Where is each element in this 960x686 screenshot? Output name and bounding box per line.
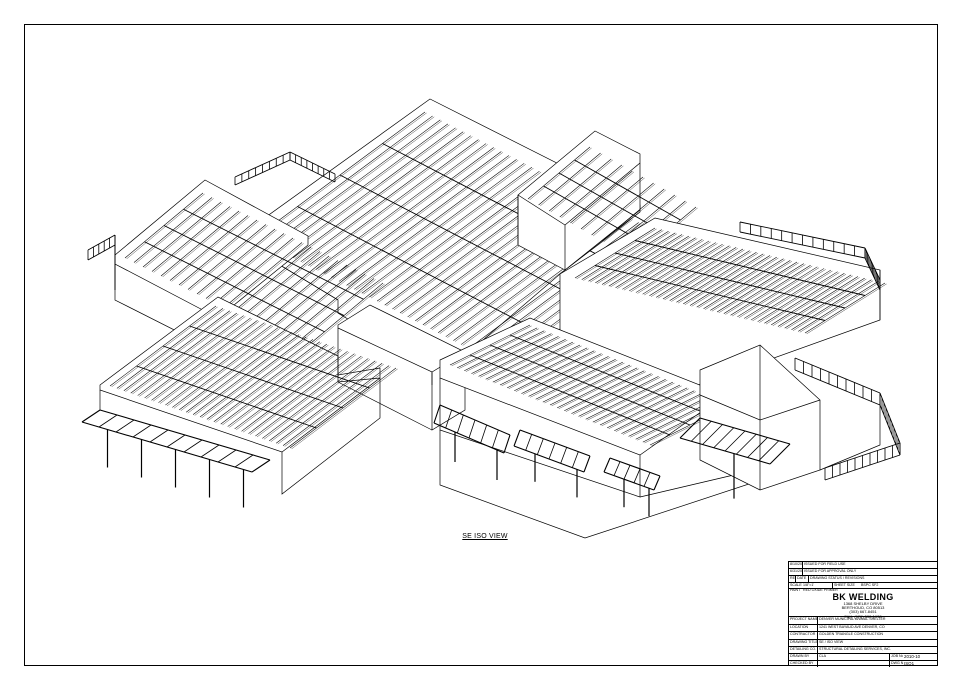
field-label: DRAWING TITLE: [790, 639, 817, 644]
paint-label: PAINT: [790, 589, 801, 593]
company-name: BK WELDING: [832, 592, 894, 602]
location-row: LOCATION 1241 WEST BAYAUD AVE DENVER, CO: [789, 624, 939, 632]
checked-value: [817, 660, 889, 667]
lower-left-joists: [109, 305, 398, 450]
scale-value: 1/8"=1': [803, 583, 815, 587]
project-name-row: PROJECT NAME DENVER MUNICIPAL ANIMAL SHE…: [789, 617, 937, 625]
view-label: SE ISO VIEW: [462, 533, 508, 540]
paint-row: PAINT RED OXIDE PRIMER: [789, 589, 937, 593]
job-value: 2010-10: [904, 654, 921, 659]
revision-status: ISSUED FOR FIELD USE: [802, 562, 939, 568]
drawn-row: DRAWN BY CLA JOB No. 2010-10: [789, 654, 937, 661]
left-canopy: [81, 409, 271, 508]
dwg-label: DWG No.: [889, 660, 903, 667]
field-label: DETAILING CO.: [790, 647, 817, 652]
revision-date: 6/31/2010: [790, 569, 802, 574]
contractor-row: CONTRACTOR GOLDEN TRIANGLE CONSTRUCTION: [789, 632, 937, 640]
job-label: JOB No.: [889, 654, 903, 660]
status-header: DRAWING STATUS / REVISIONS: [808, 576, 939, 582]
revision-status: ISSUED FOR APPROVAL ONLY: [802, 569, 939, 575]
lower-center-roof: [439, 317, 756, 539]
title-block: 8/10/2010 ISSUED FOR FIELD USE 6/31/2010…: [788, 561, 939, 667]
field-label: CONTRACTOR: [790, 632, 816, 637]
revision-header: REV. DATE DRAWING STATUS / REVISIONS: [789, 576, 937, 583]
checked-label: CHECKED BY: [790, 660, 814, 665]
right-ramp-rail: [794, 357, 901, 481]
scale-label: SCALE: [790, 583, 802, 587]
detailing-row: DETAILING CO. STRUCTURAL DETAILING SERVI…: [789, 647, 937, 654]
company-address-2: BERTHOUD, CO 80513: [841, 605, 885, 611]
right-canopy: [679, 417, 791, 499]
drawn-value: CLA: [817, 654, 889, 660]
company-address-1: 1368 SHELBY DRIVE: [843, 601, 883, 606]
right-wing-block: [559, 217, 887, 400]
rev-header: REV.: [790, 576, 795, 581]
location-value: 1241 WEST BAYAUD AVE DENVER, CO: [817, 624, 939, 631]
checked-row: CHECKED BY DWG No. ISO1: [789, 660, 937, 667]
company-phone: (303) 667-8451: [849, 609, 877, 615]
sheet-border: [24, 24, 938, 666]
right-lower-block: [699, 344, 881, 491]
field-label: PROJECT NAME: [790, 617, 817, 622]
company-fax: FAX: (970) 532-1978: [844, 613, 882, 619]
date-header: DATE: [795, 576, 807, 582]
contractor-value: GOLDEN TRIANGLE CONSTRUCTION: [817, 632, 939, 639]
drawing-title-row: DRAWING TITLE SE / ISO VIEW: [789, 639, 939, 647]
dwg-value: ISO1: [904, 660, 915, 666]
right-wing-joists: [574, 227, 887, 335]
roof-rails: [87, 151, 881, 291]
revision-row: 6/31/2010 ISSUED FOR APPROVAL ONLY: [789, 569, 937, 576]
revision-date: 8/10/2010: [790, 562, 802, 567]
scale-row: SCALE 1/8"=1' SHEET SIZE BSPC SF2: [789, 583, 937, 589]
paint-value: RED OXIDE PRIMER: [803, 589, 838, 593]
front-canopies: [433, 404, 661, 517]
drawn-label: DRAWN BY: [790, 654, 810, 658]
upper-left-block: [114, 179, 385, 353]
revision-row: 8/10/2010 ISSUED FOR FIELD USE: [789, 562, 937, 569]
lower-left-wing: [99, 296, 398, 495]
company-block: BK WELDING 1368 SHELBY DRIVE BERTHOUD, C…: [789, 592, 937, 619]
project-name-value: DENVER MUNICIPAL ANIMAL SHELTER: [817, 617, 939, 624]
sheet-size-value: BSPC SF2: [861, 583, 879, 587]
lower-center-joists: [449, 324, 732, 447]
upper-left-joists: [124, 192, 385, 350]
detailing-value: STRUCTURAL DETAILING SERVICES, INC.: [817, 647, 939, 653]
field-label: LOCATION: [790, 624, 809, 629]
sheet-size-label: SHEET SIZE: [832, 583, 860, 588]
drawing-title-value: SE / ISO VIEW: [817, 639, 939, 646]
